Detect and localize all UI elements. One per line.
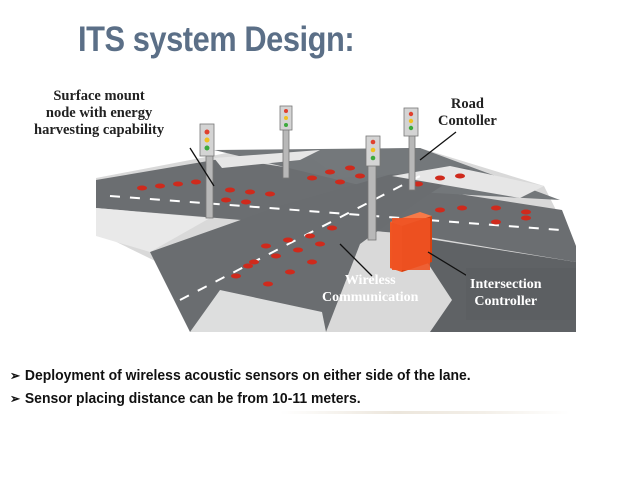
callout-wireless: Wireless Communication (322, 272, 418, 306)
lane-markings (109, 175, 561, 301)
decorative-underline (280, 411, 570, 414)
sidewalk-front (190, 290, 326, 332)
callout-surface-mount-line2: node with energy (45, 105, 153, 121)
callout-intersection-controller: Intersection Controller (470, 276, 542, 310)
callout-surface-mount: Surface mount node with energy harvestin… (34, 88, 164, 139)
callout-surface-mount-line3: harvesting capability (34, 122, 165, 138)
callout-road-controller-line1: Road (450, 96, 484, 112)
callout-wireless-line2: Communication (322, 290, 419, 305)
callout-road-controller: Road Contoller (438, 96, 497, 130)
callout-road-controller-line2: Contoller (438, 113, 497, 129)
bullet-text: Sensor placing distance can be from 10-1… (24, 390, 361, 407)
traffic-light-lamps (204, 109, 414, 161)
intersection-label-patch (466, 268, 576, 320)
arrow-bullet-icon: ➢ (10, 391, 21, 406)
bullet-text: Deployment of wireless acoustic sensors … (24, 367, 471, 384)
sidewalk-right-top (392, 166, 544, 198)
callout-surface-mount-line1: Surface mount (53, 88, 145, 104)
controller-box-front (392, 218, 430, 270)
bullet-item: ➢ Sensor placing distance can be from 10… (10, 387, 471, 410)
callout-wireless-line1: Wireless (344, 273, 396, 288)
callout-intersection-line1: Intersection (470, 277, 542, 292)
bullet-list: ➢ Deployment of wireless acoustic sensor… (10, 364, 505, 410)
sidewalk-left (96, 208, 210, 252)
slide-title: ITS system Design: (78, 20, 355, 59)
road-diagonal (150, 166, 470, 332)
callout-intersection-line2: Controller (474, 294, 538, 309)
sensor-dots (137, 165, 531, 287)
arrow-bullet-icon: ➢ (10, 368, 21, 383)
sidewalk-top-left (214, 150, 320, 168)
bullet-item: ➢ Deployment of wireless acoustic sensor… (10, 364, 471, 387)
